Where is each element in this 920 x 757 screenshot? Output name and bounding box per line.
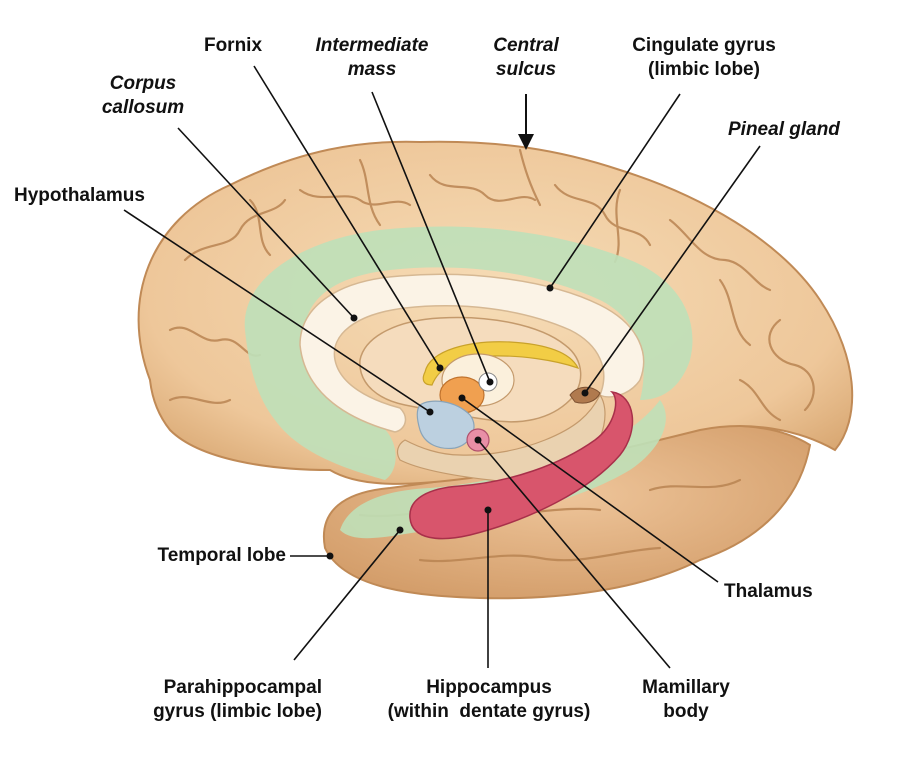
- label-mamillary-body: Mamillary body: [630, 676, 742, 724]
- leader-intermediate-mass: [371, 91, 491, 383]
- leader-lines: [123, 65, 761, 669]
- label-mamillary-line1: Mamillary: [642, 677, 730, 698]
- label-hippocampus-line2: (within dentate gyrus): [387, 701, 591, 722]
- label-cingulate-gyrus: Cingulate gyrus (limbic lobe): [604, 34, 804, 82]
- label-thalamus: Thalamus: [724, 581, 813, 602]
- central-sulcus-arrow: [518, 94, 534, 150]
- leader-cingulate-gyrus: [549, 93, 681, 289]
- hippocampus-shape: [409, 390, 634, 540]
- label-parahippocampal-line2: gyrus (limbic lobe): [153, 701, 322, 722]
- gyri: [168, 148, 815, 563]
- label-pineal-gland: Pineal gland: [728, 119, 840, 140]
- label-intermediate-mass-line2: mass: [347, 59, 397, 80]
- label-cingulate-gyrus-line1: Cingulate gyrus: [632, 35, 776, 56]
- corpus-callosum-shape: [299, 273, 645, 433]
- label-corpus-callosum-line1: Corpus: [109, 73, 177, 94]
- leader-thalamus: [461, 397, 719, 583]
- fornix-shape: [422, 341, 580, 386]
- label-hippocampus: Hippocampus (within dentate gyrus): [358, 676, 620, 724]
- label-cingulate-gyrus-line2: (limbic lobe): [648, 59, 760, 80]
- label-central-sulcus-line1: Central: [493, 35, 559, 56]
- label-corpus-callosum-line2: callosum: [101, 97, 185, 118]
- leader-pineal-gland: [584, 145, 761, 394]
- label-mamillary-line2: body: [663, 701, 709, 722]
- leader-parahippocampal: [293, 529, 401, 661]
- label-parahippocampal-line1: Parahippocampal: [163, 677, 322, 698]
- label-central-sulcus-line2: sulcus: [495, 59, 557, 80]
- label-central-sulcus: Central sulcus: [470, 34, 582, 82]
- leader-fornix: [253, 65, 441, 369]
- label-intermediate-mass: Intermediate mass: [282, 34, 462, 82]
- leader-corpus-callosum: [177, 127, 355, 319]
- leader-mamillary: [477, 439, 671, 669]
- label-parahippocampal-gyrus: Parahippocampal gyrus (limbic lobe): [104, 676, 322, 724]
- label-hippocampus-line1: Hippocampus: [426, 677, 552, 698]
- label-fornix: Fornix: [203, 35, 263, 56]
- leader-hypothalamus: [123, 209, 431, 413]
- label-temporal-lobe: Temporal lobe: [157, 545, 286, 566]
- label-corpus-callosum: Corpus callosum: [80, 72, 206, 120]
- leader-dots: [326, 284, 589, 560]
- label-hypothalamus: Hypothalamus: [14, 185, 145, 206]
- label-intermediate-mass-line1: Intermediate: [315, 35, 429, 56]
